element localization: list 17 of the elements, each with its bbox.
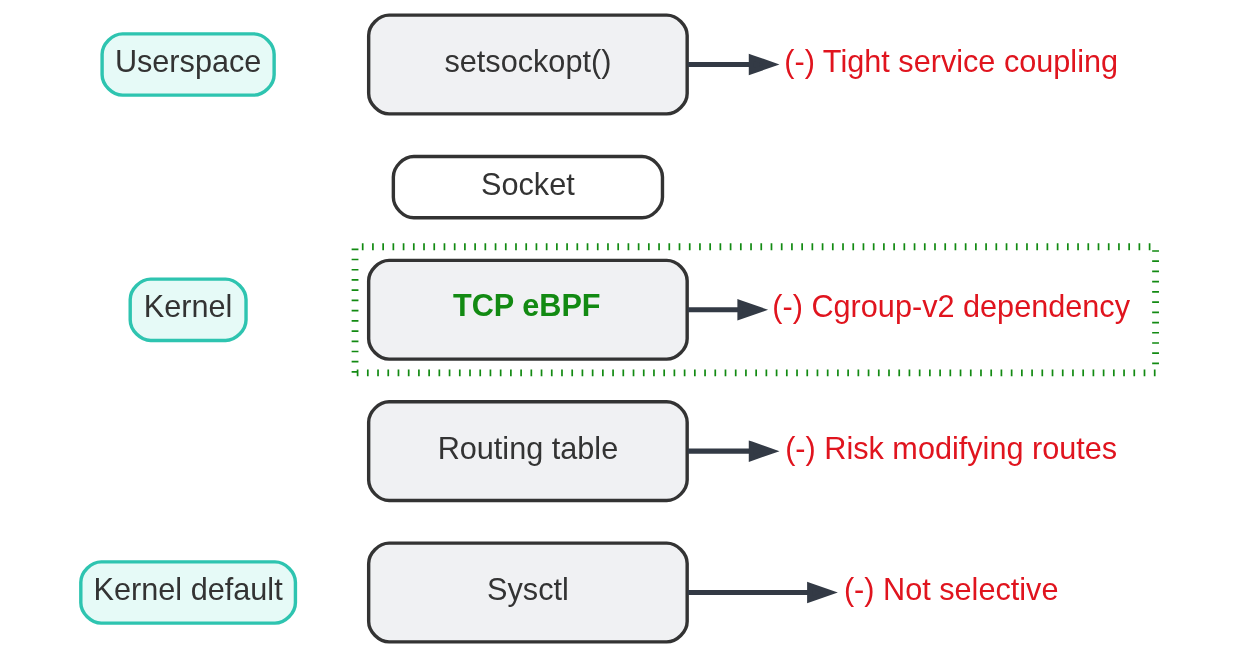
node-text: (-) Cgroup-v2 dependency xyxy=(771,289,1130,324)
node-box: Sysctl xyxy=(366,541,689,644)
node-box: Socket xyxy=(391,154,664,220)
node-box: TCP eBPF xyxy=(366,258,689,361)
node-box: Routing table xyxy=(366,400,689,503)
node-text: (-) Not selective xyxy=(843,572,1058,606)
node-text: (-) Tight service coupling xyxy=(783,43,1118,78)
arrow xyxy=(687,581,838,604)
node-box: Userspace xyxy=(99,32,276,97)
node-box: setsockopt() xyxy=(366,13,689,116)
node-box: Kernel default xyxy=(78,560,297,625)
arrow xyxy=(687,53,779,76)
arrow xyxy=(687,440,779,462)
node-box: Kernel xyxy=(128,277,248,343)
cluster xyxy=(351,243,1159,377)
node-text: (-) Risk modifying routes xyxy=(784,430,1117,465)
arrow xyxy=(687,299,768,321)
